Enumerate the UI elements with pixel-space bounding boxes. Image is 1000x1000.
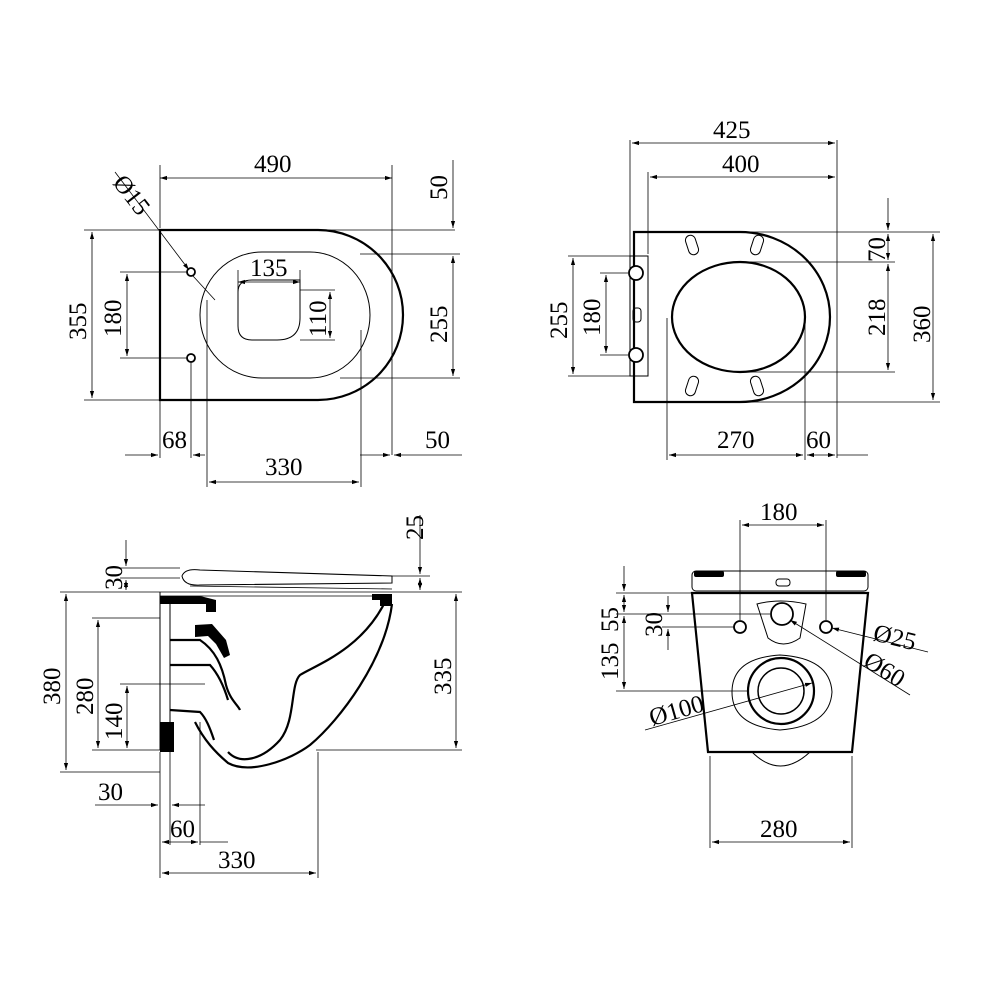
top-view-inner-opening — [237, 279, 301, 341]
side-view: 25 30 380 280 140 335 30 60 — [39, 515, 462, 878]
side-bowl-inner — [227, 603, 385, 761]
dim-seat-bolt-spacing: 180 — [579, 299, 606, 337]
top-view-bolt-hole — [186, 353, 196, 363]
dim-back-bolt-spacing: 180 — [760, 499, 798, 526]
seat-hinge-cap — [632, 307, 642, 323]
seat-hinge-bolt — [628, 265, 644, 281]
dim-back-inlet-diameter: Ø60 — [859, 647, 910, 693]
seat-buffer — [684, 234, 700, 256]
dim-back-outlet-diameter: Ø100 — [646, 690, 707, 731]
back-bolt-hole — [819, 620, 833, 634]
dim-side-outlet-offset: 60 — [170, 816, 195, 843]
dim-seat-front-margin: 60 — [806, 427, 831, 454]
back-view: 180 55 30 135 Ø25 Ø60 Ø100 280 — [597, 499, 929, 848]
dim-bolt-diameter: Ø15 — [107, 170, 155, 221]
side-wall-block — [160, 722, 174, 752]
dim-side-total-height: 380 — [39, 668, 66, 706]
seat-buffer — [749, 234, 765, 256]
top-view: 490 50 255 Ø15 355 180 135 110 — [65, 151, 462, 487]
back-body — [690, 591, 870, 754]
side-seat-lid — [181, 569, 393, 586]
dim-side-depth: 330 — [218, 847, 256, 874]
top-view-body-outline — [158, 228, 405, 402]
seat-hinge — [629, 255, 649, 377]
dim-seat-opening-length: 270 — [717, 427, 755, 454]
dim-opening-width: 135 — [250, 255, 288, 282]
back-outlet-outline — [731, 654, 833, 731]
dim-back-hole-offset: 30 — [641, 612, 668, 637]
dim-seat-opening-width: 218 — [864, 299, 891, 337]
dim-bowl-length: 330 — [265, 454, 303, 481]
dim-hole-spacing: 180 — [100, 300, 127, 338]
seat-buffer — [684, 375, 700, 397]
dim-back-inlet-offset: 55 — [597, 607, 624, 632]
top-view-bowl-rim — [199, 251, 371, 379]
dim-seat-top-offset: 70 — [864, 237, 891, 262]
dim-bowl-width: 255 — [426, 306, 453, 344]
dim-back-width: 280 — [760, 816, 798, 843]
dim-opening-depth: 110 — [305, 300, 332, 337]
side-bowl-outer — [194, 603, 394, 769]
seat-hinge-bolt — [628, 347, 644, 363]
dim-side-outlet-height: 140 — [101, 703, 128, 741]
dim-side-bolt-height: 280 — [72, 678, 99, 716]
dim-seat-bowl-width: 255 — [546, 302, 573, 340]
dim-overall-length: 490 — [254, 151, 292, 178]
dim-front-margin: 50 — [425, 427, 450, 454]
dim-side-seat-thickness: 25 — [402, 515, 429, 540]
dim-seat-inner-length: 400 — [722, 151, 760, 178]
dim-hole-offset: 68 — [162, 427, 187, 454]
back-inlet — [770, 602, 794, 626]
seat-opening — [670, 260, 807, 374]
seat-buffer — [749, 375, 765, 397]
back-outlet-inner — [757, 667, 805, 715]
dim-seat-width: 360 — [909, 306, 936, 344]
dim-side-wall-offset: 30 — [98, 779, 123, 806]
dim-top-margin: 50 — [426, 175, 453, 200]
back-bolt-hole — [733, 620, 747, 634]
seat-outline — [632, 230, 832, 404]
dim-seat-outer-length: 425 — [713, 117, 751, 144]
dim-back-outlet-offset: 135 — [597, 643, 624, 681]
seat-view: 425 400 255 180 70 218 360 270 — [546, 117, 940, 460]
dim-width: 355 — [65, 303, 92, 341]
dim-side-seat-gap: 30 — [101, 565, 128, 590]
dim-side-bowl-height: 335 — [430, 658, 457, 696]
back-seat — [691, 570, 869, 592]
